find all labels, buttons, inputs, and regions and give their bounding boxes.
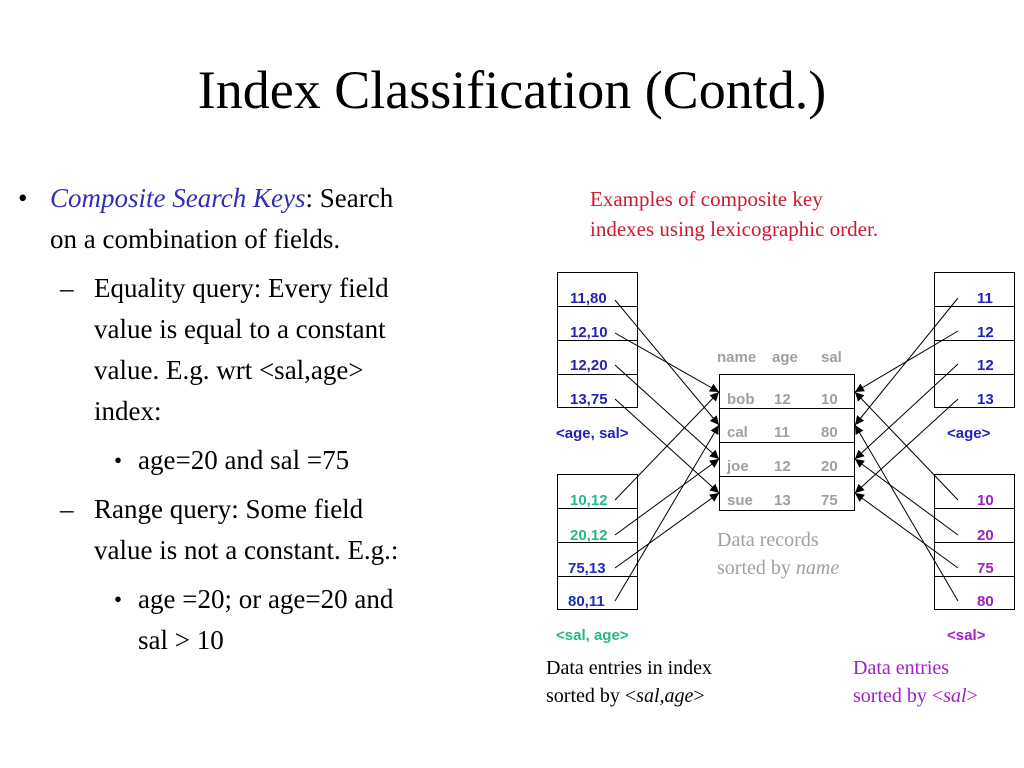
pointer-arrows-left (614, 299, 720, 602)
index-sal-age-label: <sal, age> (556, 627, 629, 644)
record-sal: 80 (821, 424, 838, 441)
range-query-line2: value is not a constant. E.g.: (94, 535, 399, 565)
dash-marker: – (60, 273, 74, 303)
record-name: cal (727, 424, 748, 441)
index-age-sal-entry: 11,80 (570, 290, 607, 307)
equality-query-line3: value. E.g. wrt <sal,age> (94, 355, 364, 385)
index-box-age-sal (557, 272, 638, 408)
record-age: 11 (774, 424, 790, 441)
record-name: joe (727, 458, 749, 475)
diagram-caption: Examples of composite key indexes using … (590, 187, 879, 241)
index-sal-caption: Data entries sorted by <sal> (853, 657, 978, 707)
equality-example: age=20 and sal =75 (138, 445, 350, 475)
sub-bullet-marker: • (114, 587, 123, 612)
index-age-sal-entry: 13,75 (570, 391, 608, 408)
index-age-entry: 13 (977, 391, 994, 408)
record-age: 13 (774, 492, 791, 509)
index-sal-age-entry: 75,13 (568, 560, 606, 577)
equality-query-line4: index: (94, 396, 162, 426)
record-name: bob (727, 391, 755, 408)
index-box-sal-age (557, 474, 638, 610)
index-sal-age-caption: Data entries in index sorted by <sal,age… (546, 657, 713, 707)
equality-query-line2: value is equal to a constant (94, 314, 386, 344)
range-example-line1: age =20; or age=20 and (138, 584, 394, 614)
bullet-composite-line2: on a combination of fields. (50, 224, 341, 254)
pointer-arrows-right (854, 297, 959, 602)
dash-marker: – (60, 494, 74, 524)
record-sal: 20 (821, 458, 838, 475)
bullet-composite-line1: Composite Search Keys: Search (50, 183, 394, 213)
index-age-entry: 11 (977, 290, 993, 307)
index-sal-age-entry: 10,12 (570, 492, 608, 509)
data-records-box (719, 374, 855, 511)
index-age-entry: 12 (977, 357, 994, 374)
index-sal-age-entry: 20,12 (570, 527, 608, 544)
index-sal-age-entry: 80,11 (568, 593, 605, 610)
index-age-sal-label: <age, sal> (556, 425, 629, 442)
slide-title: Index Classification (Contd.) (197, 60, 827, 120)
records-header-sal: sal (821, 349, 842, 366)
record-age: 12 (774, 391, 791, 408)
index-sal-entry: 80 (977, 593, 994, 610)
records-header-name: name (717, 349, 757, 366)
index-age-entry: 12 (977, 324, 994, 341)
index-sal-entry: 20 (977, 527, 994, 544)
index-box-age (934, 272, 1015, 408)
records-header-age: age (772, 349, 798, 366)
index-age-sal-entry: 12,20 (570, 357, 608, 374)
sub-bullet-marker: • (114, 448, 123, 473)
index-box-sal (934, 474, 1015, 610)
record-name: sue (727, 492, 753, 509)
index-sal-entry: 75 (977, 560, 994, 577)
range-query-line1: Range query: Some field (94, 494, 364, 524)
index-age-label: <age> (947, 425, 991, 442)
record-sal: 10 (821, 391, 838, 408)
index-sal-entry: 10 (977, 492, 994, 509)
records-caption: Data records sorted by name (717, 529, 840, 579)
composite-search-keys-term: Composite Search Keys (50, 183, 306, 213)
record-age: 12 (774, 458, 791, 475)
bullet-marker: • (18, 183, 28, 213)
index-sal-label: <sal> (947, 627, 986, 644)
index-age-sal-entry: 12,10 (570, 324, 608, 341)
range-example-line2: sal > 10 (138, 625, 224, 655)
record-sal: 75 (821, 492, 838, 509)
equality-query-line1: Equality query: Every field (94, 273, 389, 303)
